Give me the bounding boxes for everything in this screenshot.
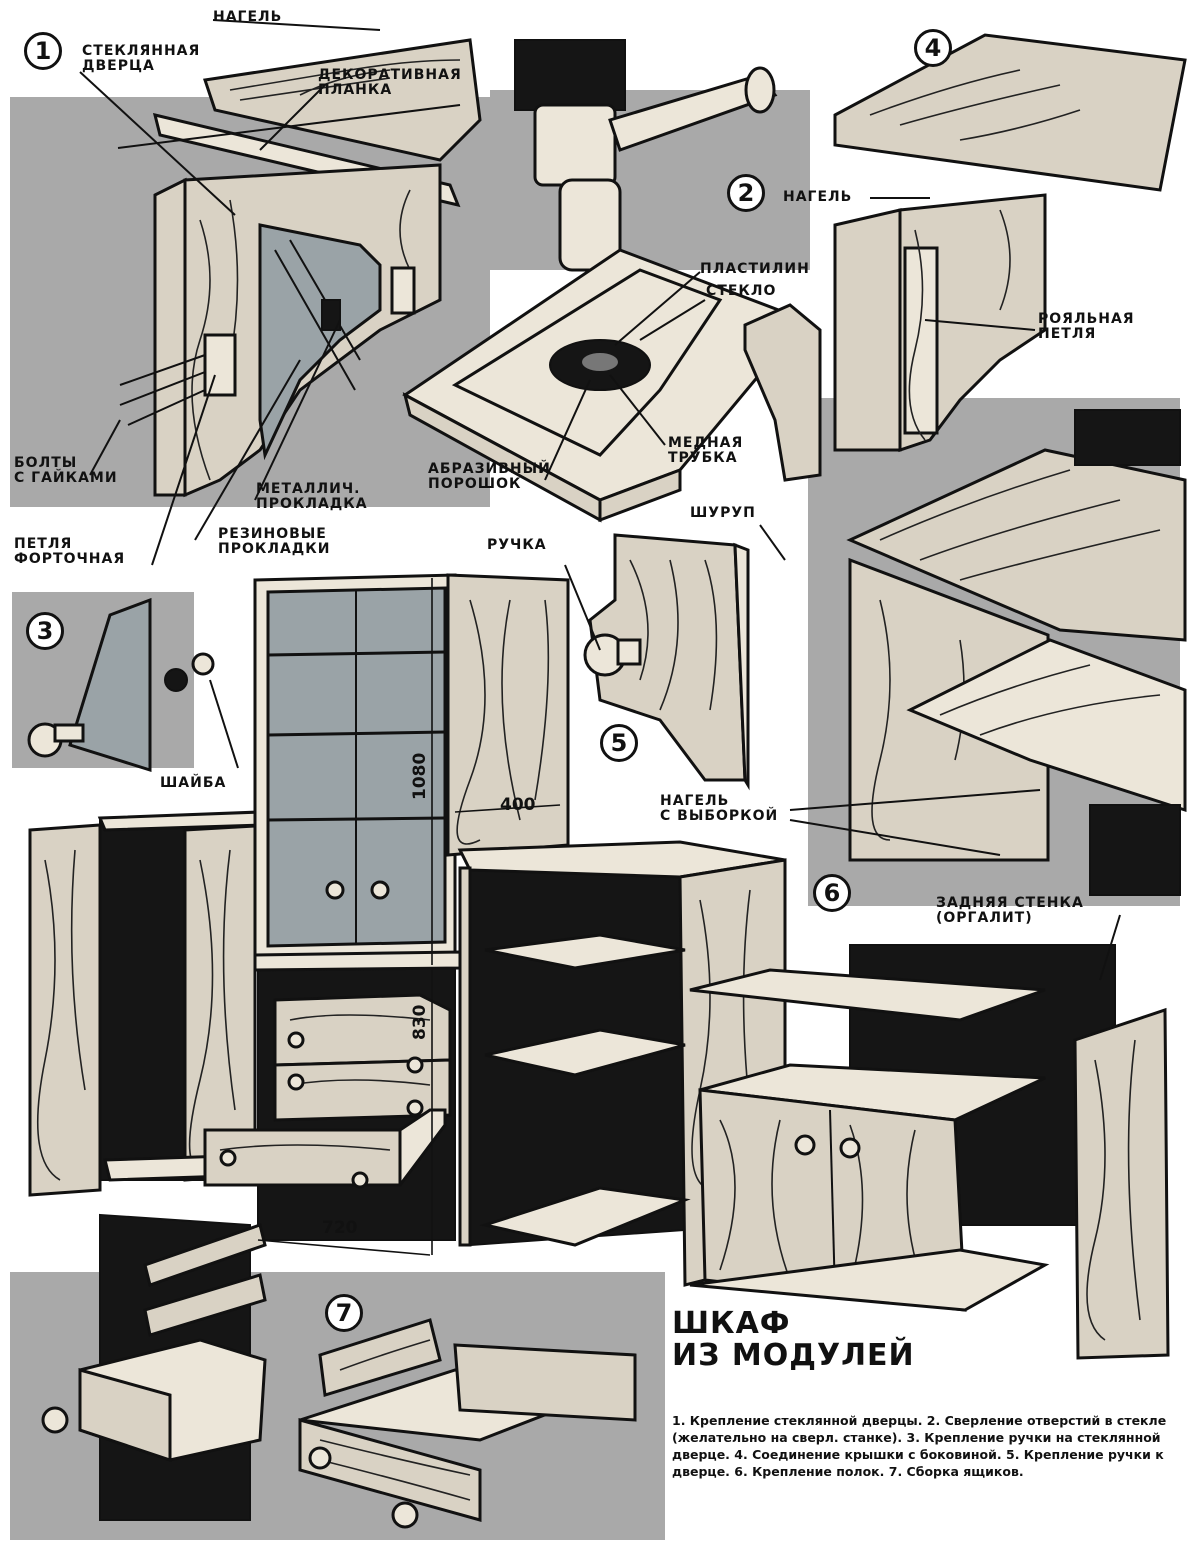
fig4-piano-hinge [743,33,1187,482]
dim-width: 720 [322,1218,358,1238]
main-cabinet [28,573,1170,1360]
label-screw: ШУРУП [690,505,756,521]
dim-upper-height: 1080 [410,752,430,800]
dim-lower-height: 830 [410,1004,430,1041]
label-glass: СТЕКЛО [706,283,777,299]
label-abrasive-powder: АБРАЗИВНЫЙ ПОРОШОК [428,461,551,492]
figure-caption: 1. Крепление стеклянной дверцы. 2. Сверл… [672,1413,1167,1479]
label-bolts: БОЛТЫ С ГАЙКАМИ [14,455,118,486]
page-title: ШКАФ ИЗ МОДУЛЕЙ [672,1306,915,1373]
dimension-lines [257,578,561,1256]
figure-number-1: 1 [24,32,62,70]
label-nagel-groove: НАГЕЛЬ С ВЫБОРКОЙ [660,793,779,824]
label-window-hinge: ПЕТЛЯ ФОРТОЧНАЯ [14,536,126,567]
label-back-wall: ЗАДНЯЯ СТЕНКА (ОРГАЛИТ) [936,895,1084,926]
label-nagel-top: НАГЕЛЬ [213,9,283,25]
fig1-glass-door-mount [117,38,482,498]
label-metal-pad: МЕТАЛЛИЧ. ПРОКЛАДКА [256,481,368,512]
fig7-drawer-assembly [41,1213,637,1529]
fig5-door-handle [583,533,750,791]
label-decorative-strip: ДЕКОРАТИВНАЯ ПЛАНКА [318,67,462,98]
fig2-drilling-glass [402,39,808,523]
label-glass-door: СТЕКЛЯННАЯ ДВЕРЦА [82,43,201,74]
label-nagel-fig4: НАГЕЛЬ [783,189,853,205]
figure-number-3: 3 [26,612,64,650]
label-plasticine: ПЛАСТИЛИН [700,261,810,277]
figure-number-6: 6 [813,874,851,912]
figure-number-5: 5 [600,724,638,762]
label-rubber-pads: РЕЗИНОВЫЕ ПРОКЛАДКИ [218,526,331,557]
figure-number-4: 4 [914,29,952,67]
label-copper-tube: МЕДНАЯ ТРУБКА [668,435,744,466]
leader-lines [79,19,1121,981]
figure-number-2: 2 [727,174,765,212]
label-handle: РУЧКА [487,537,547,553]
figure-number-7: 7 [325,1294,363,1332]
fig3-glass-handle [27,597,215,773]
dim-depth: 400 [500,795,536,815]
fig6-shelf-mount [846,409,1187,896]
label-washer: ШАЙБА [160,775,227,791]
label-piano-hinge: РОЯЛЬНАЯ ПЕТЛЯ [1038,311,1135,342]
